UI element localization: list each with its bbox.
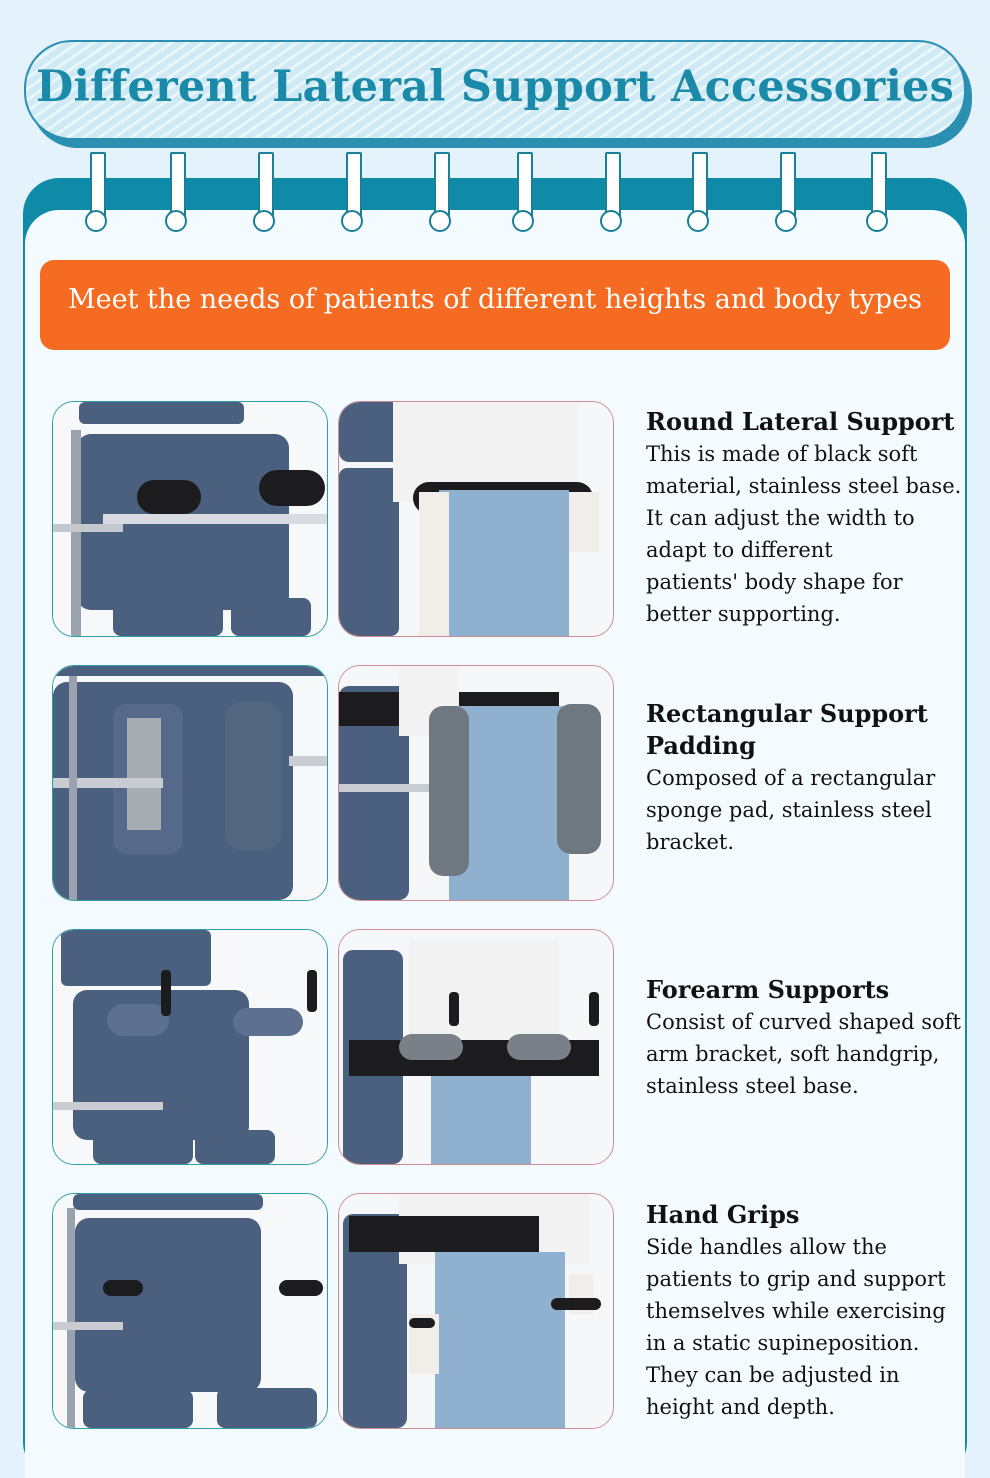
section-title: Round Lateral Support bbox=[646, 407, 955, 436]
hand-grips-info: Hand Grips Side handles allow the patien… bbox=[646, 1199, 966, 1423]
section-description: Side handles allow the patients to grip … bbox=[646, 1235, 946, 1419]
binder-hole bbox=[512, 210, 534, 232]
binder-hole bbox=[85, 210, 107, 232]
binder-hole bbox=[600, 210, 622, 232]
hand-grips-patient-photo bbox=[338, 1193, 614, 1429]
rectangular-pad-info: Rectangular Support Padding Composed of … bbox=[646, 698, 966, 858]
section-description: This is made of black soft material, sta… bbox=[646, 442, 962, 626]
binder-hole bbox=[341, 210, 363, 232]
binder-hole bbox=[165, 210, 187, 232]
round-support-product-photo bbox=[52, 401, 328, 637]
section-title: Hand Grips bbox=[646, 1200, 800, 1229]
binder-hole bbox=[866, 210, 888, 232]
subtitle-banner: Meet the needs of patients of different … bbox=[40, 260, 950, 350]
section-description: Composed of a rectangular sponge pad, st… bbox=[646, 766, 936, 854]
section-description: Consist of curved shaped soft arm bracke… bbox=[646, 1010, 961, 1098]
binder-hole bbox=[429, 210, 451, 232]
round-support-patient-photo bbox=[338, 401, 614, 637]
rectangular-pad-product-photo bbox=[52, 665, 328, 901]
binder-hole bbox=[253, 210, 275, 232]
title-banner: Different Lateral Support Accessories bbox=[24, 40, 966, 140]
hand-grips-product-photo bbox=[52, 1193, 328, 1429]
binder-hole bbox=[775, 210, 797, 232]
section-title: Rectangular Support Padding bbox=[646, 699, 928, 760]
forearm-support-info: Forearm Supports Consist of curved shape… bbox=[646, 974, 966, 1102]
rectangular-pad-patient-photo bbox=[338, 665, 614, 901]
binder-hole bbox=[687, 210, 709, 232]
page-title: Different Lateral Support Accessories bbox=[36, 62, 954, 112]
section-title: Forearm Supports bbox=[646, 975, 890, 1004]
round-support-info: Round Lateral Support This is made of bl… bbox=[646, 406, 966, 630]
forearm-support-patient-photo bbox=[338, 929, 614, 1165]
subtitle-text: Meet the needs of patients of different … bbox=[67, 284, 923, 315]
forearm-support-product-photo bbox=[52, 929, 328, 1165]
title-banner-texture bbox=[26, 42, 964, 138]
